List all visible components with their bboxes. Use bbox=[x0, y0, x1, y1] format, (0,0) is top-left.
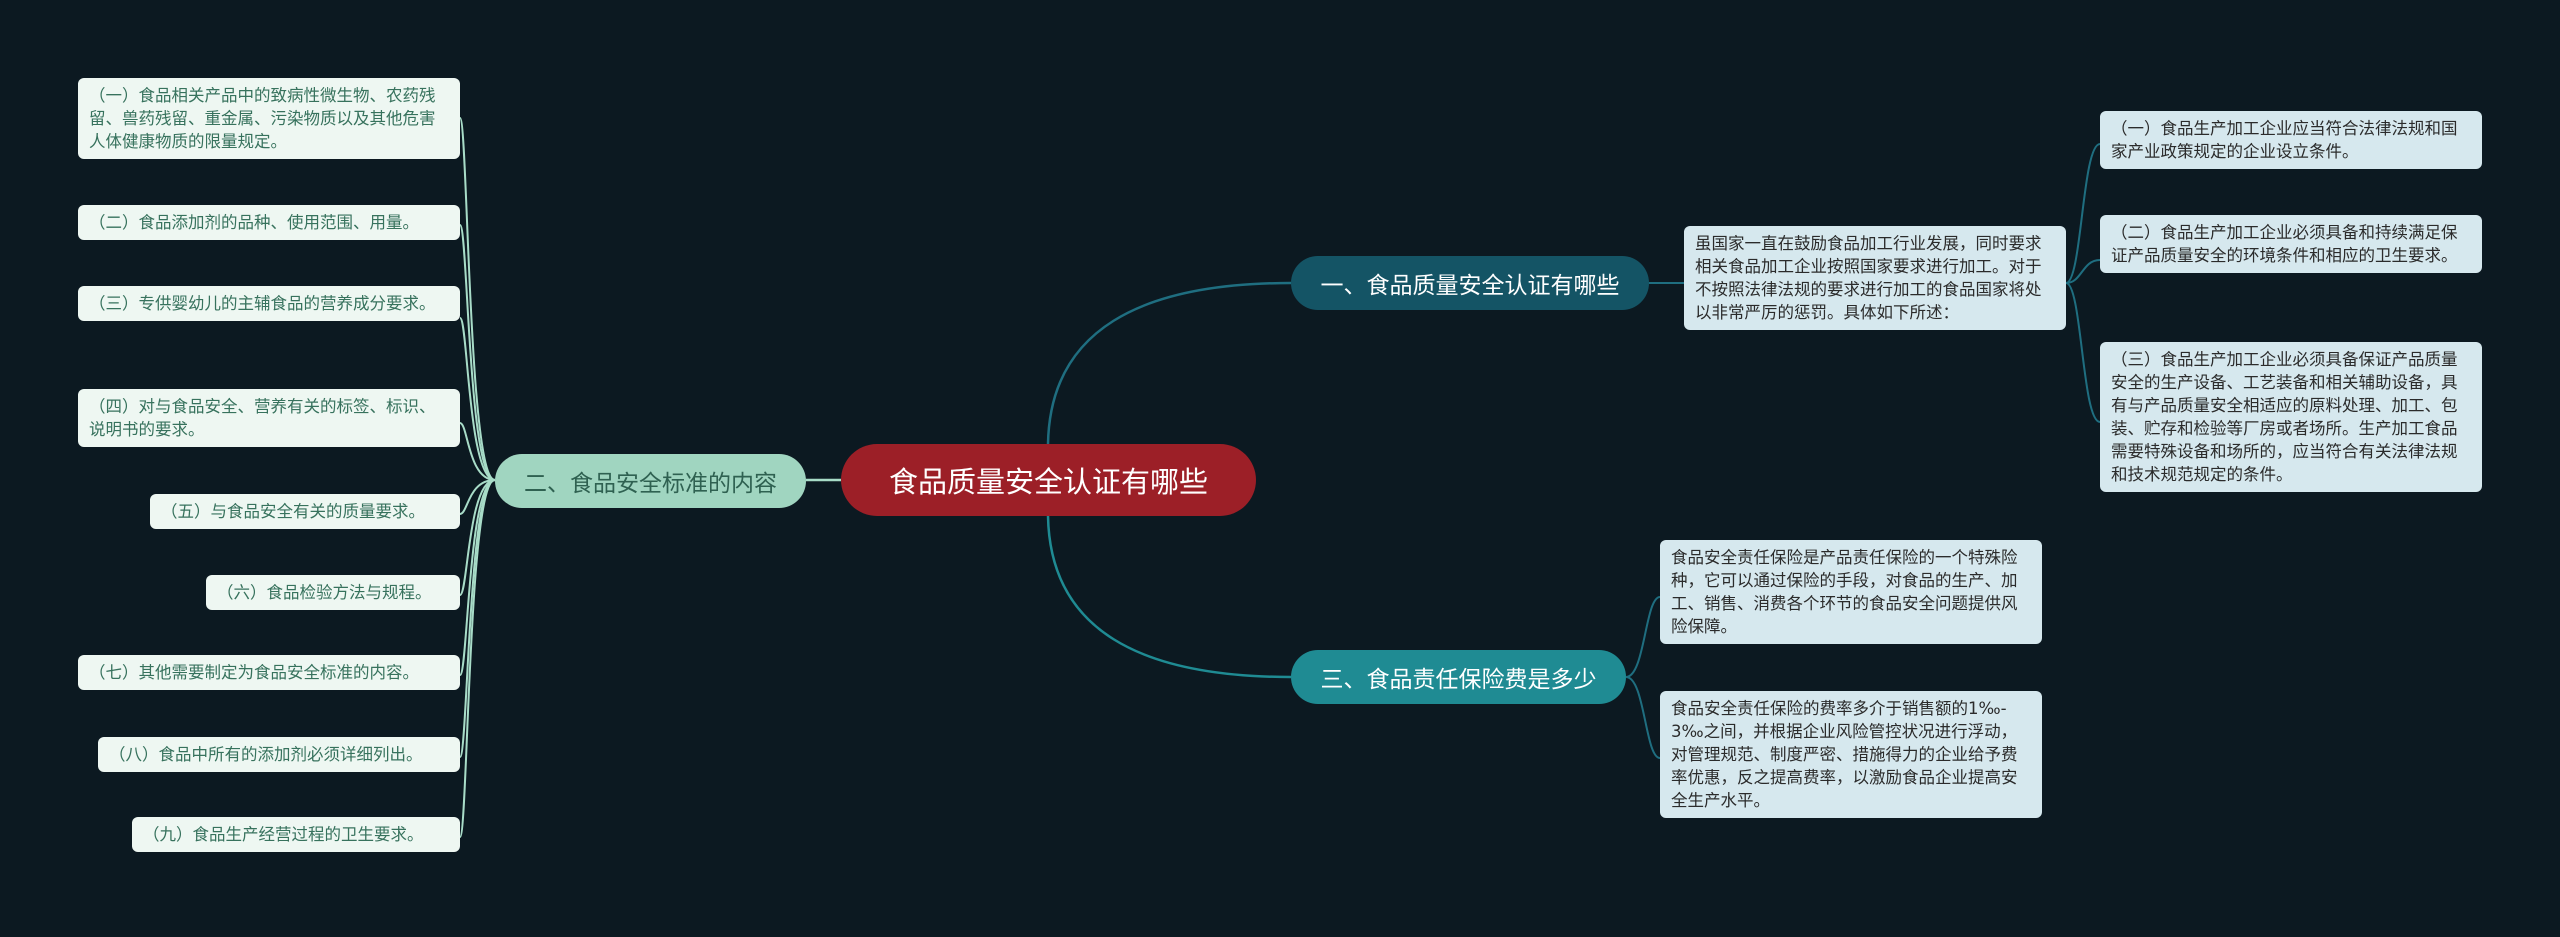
link-summary-item3 bbox=[2065, 282, 2101, 423]
b3-item-2[interactable]: 食品安全责任保险的费率多介于销售额的1‰-3‰之间，并根据企业风险管控状况进行浮… bbox=[1660, 691, 2042, 818]
link-summary-item2 bbox=[2065, 259, 2101, 284]
b2-item-7[interactable]: （七）其他需要制定为食品安全标准的内容。 bbox=[78, 655, 460, 690]
b2-item-2[interactable]: （二）食品添加剂的品种、使用范围、用量。 bbox=[78, 205, 460, 240]
b2-item-6[interactable]: （六）食品检验方法与规程。 bbox=[206, 575, 460, 610]
root-topic[interactable]: 食品质量安全认证有哪些 bbox=[841, 444, 1256, 516]
b1-item-3[interactable]: （三）食品生产加工企业必须具备保证产品质量安全的生产设备、工艺装备和相关辅助设备… bbox=[2100, 342, 2482, 492]
link-summary-item1 bbox=[2065, 143, 2101, 284]
link-b3-item1 bbox=[1625, 596, 1661, 678]
b2-item-1[interactable]: （一）食品相关产品中的致病性微生物、农药残留、兽药残留、重金属、污染物质以及其他… bbox=[78, 78, 460, 159]
branch-insurance[interactable]: 三、食品责任保险费是多少 bbox=[1291, 650, 1626, 704]
links-b2-items bbox=[459, 117, 496, 838]
b2-item-8[interactable]: （八）食品中所有的添加剂必须详细列出。 bbox=[98, 737, 460, 772]
b1-summary[interactable]: 虽国家一直在鼓励食品加工行业发展，同时要求相关食品加工企业按照国家要求进行加工。… bbox=[1684, 226, 2066, 330]
branch-certification[interactable]: 一、食品质量安全认证有哪些 bbox=[1291, 256, 1649, 310]
b2-item-5[interactable]: （五）与食品安全有关的质量要求。 bbox=[150, 494, 460, 529]
b2-item-3[interactable]: （三）专供婴幼儿的主辅食品的营养成分要求。 bbox=[78, 286, 460, 321]
b2-item-4[interactable]: （四）对与食品安全、营养有关的标签、标识、说明书的要求。 bbox=[78, 389, 460, 447]
b1-item-1[interactable]: （一）食品生产加工企业应当符合法律法规和国家产业政策规定的企业设立条件。 bbox=[2100, 111, 2482, 169]
branch-standards[interactable]: 二、食品安全标准的内容 bbox=[495, 454, 806, 508]
link-root-b1 bbox=[1046, 281, 1292, 445]
b3-item-1[interactable]: 食品安全责任保险是产品责任保险的一个特殊险种，它可以通过保险的手段，对食品的生产… bbox=[1660, 540, 2042, 644]
link-b3-item2 bbox=[1625, 676, 1661, 759]
b2-item-9[interactable]: （九）食品生产经营过程的卫生要求。 bbox=[132, 817, 460, 852]
link-root-b3 bbox=[1046, 515, 1292, 679]
b1-item-2[interactable]: （二）食品生产加工企业必须具备和持续满足保证产品质量安全的环境条件和相应的卫生要… bbox=[2100, 215, 2482, 273]
